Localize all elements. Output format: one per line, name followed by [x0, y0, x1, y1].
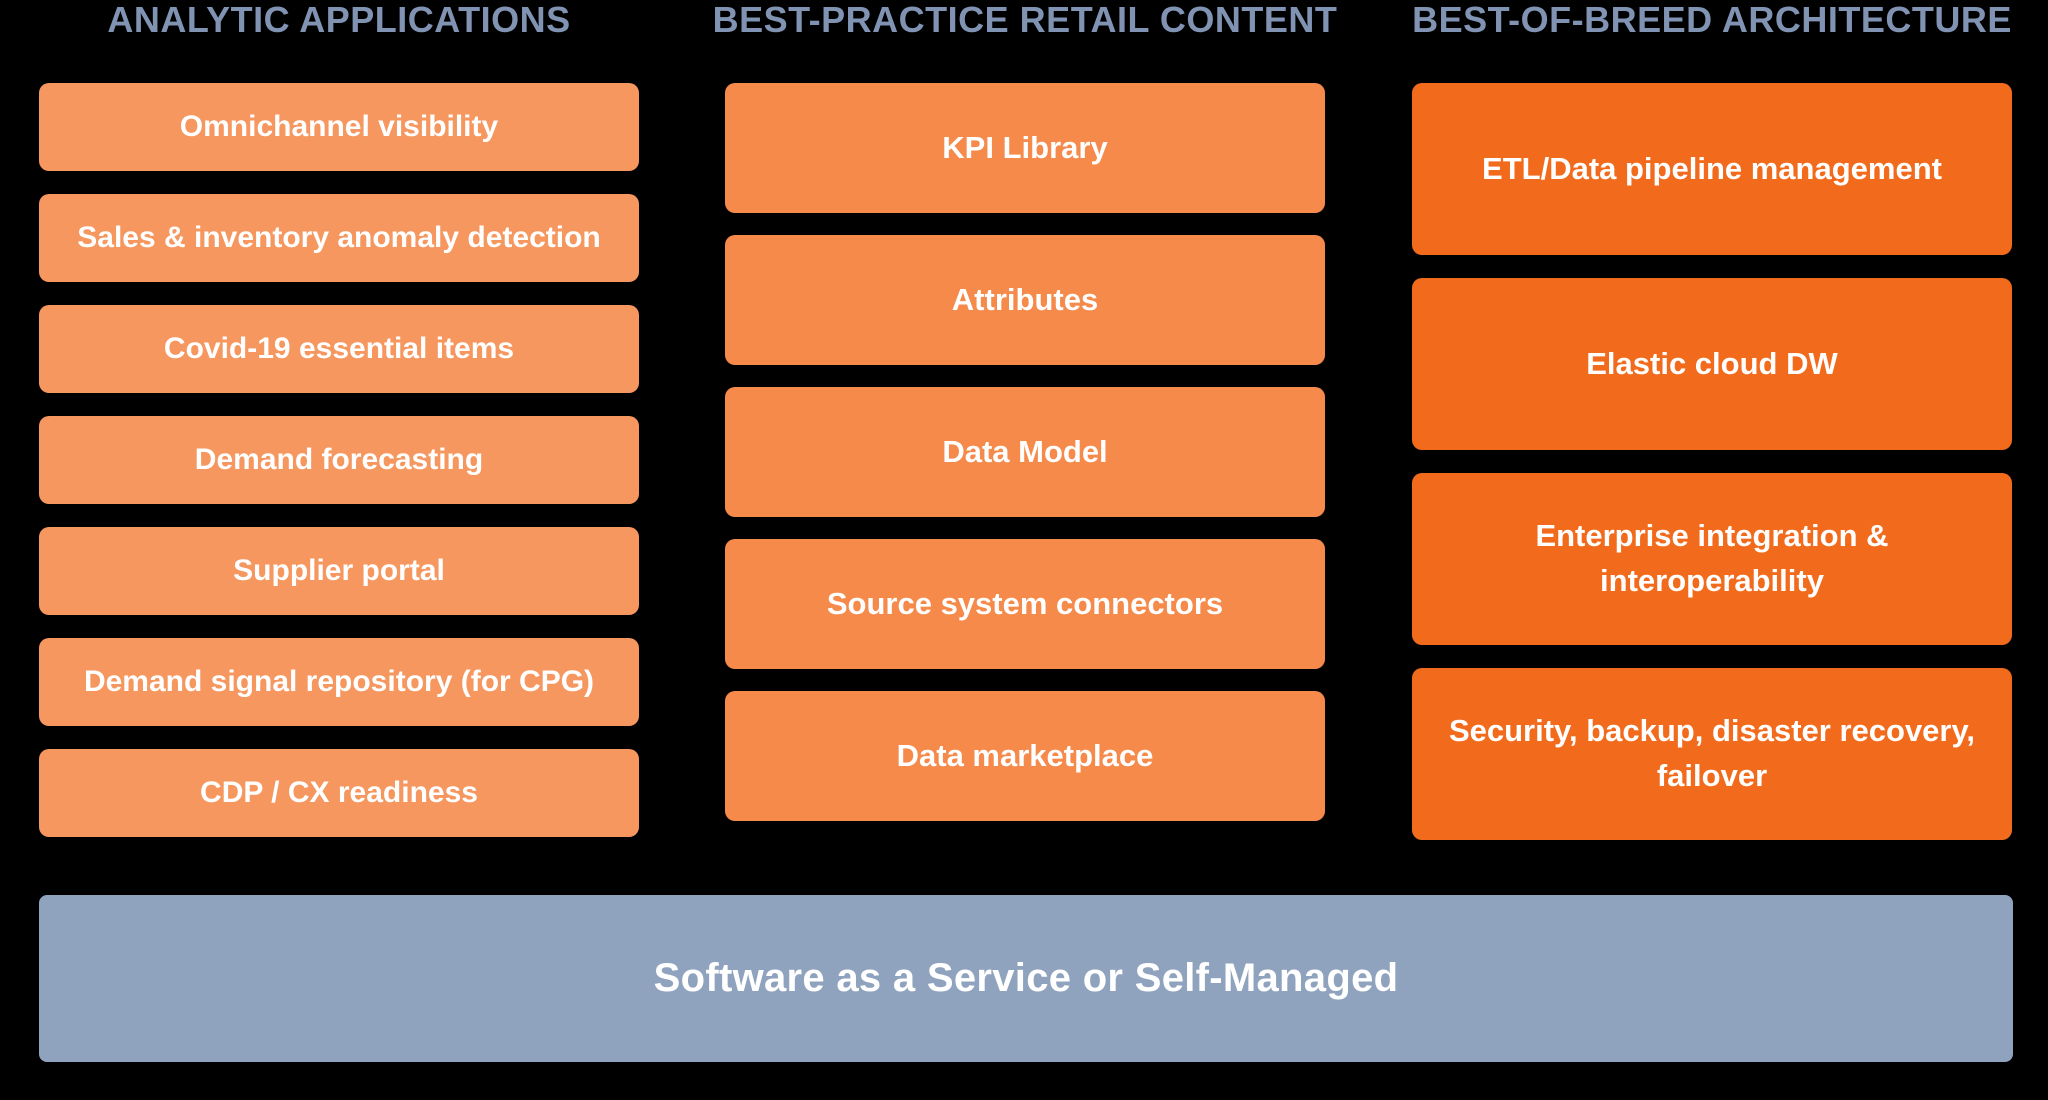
column-header-analytic-applications: ANALYTIC APPLICATIONS — [107, 0, 571, 40]
box-sales-inventory-anomaly-detection: Sales & inventory anomaly detection — [39, 194, 639, 282]
saas-or-self-managed-label: Software as a Service or Self-Managed — [653, 956, 1399, 1000]
box-data-model: Data Model — [725, 387, 1325, 517]
box-covid-19-essential-items: Covid-19 essential items — [39, 305, 639, 393]
box-cdp-cx-readiness: CDP / CX readiness — [39, 749, 639, 837]
box-attributes: Attributes — [725, 235, 1325, 365]
box-etl-data-pipeline-management: ETL/Data pipeline management — [1412, 83, 2012, 255]
box-enterprise-integration-interoperability: Enterprise integration & interoperabilit… — [1412, 473, 2012, 645]
column-header-best-of-breed-architecture: BEST-OF-BREED ARCHITECTURE — [1412, 0, 2012, 40]
box-security-backup-disaster-recovery-failover: Security, backup, disaster recovery, fai… — [1412, 668, 2012, 840]
box-source-system-connectors: Source system connectors — [725, 539, 1325, 669]
column-best-practice-retail-content: BEST-PRACTICE RETAIL CONTENT KPI Library… — [712, 0, 1338, 843]
box-demand-signal-repository: Demand signal repository (for CPG) — [39, 638, 639, 726]
box-demand-forecasting: Demand forecasting — [39, 416, 639, 504]
box-elastic-cloud-dw: Elastic cloud DW — [1412, 278, 2012, 450]
box-data-marketplace: Data marketplace — [725, 691, 1325, 821]
saas-or-self-managed-bar: Software as a Service or Self-Managed — [39, 895, 2013, 1062]
box-supplier-portal: Supplier portal — [39, 527, 639, 615]
box-omnichannel-visibility: Omnichannel visibility — [39, 83, 639, 171]
column-analytic-applications: ANALYTIC APPLICATIONS Omnichannel visibi… — [39, 0, 639, 860]
column-best-of-breed-architecture: BEST-OF-BREED ARCHITECTURE ETL/Data pipe… — [1412, 0, 2012, 863]
box-kpi-library: KPI Library — [725, 83, 1325, 213]
column-header-best-practice-retail-content: BEST-PRACTICE RETAIL CONTENT — [712, 0, 1338, 40]
